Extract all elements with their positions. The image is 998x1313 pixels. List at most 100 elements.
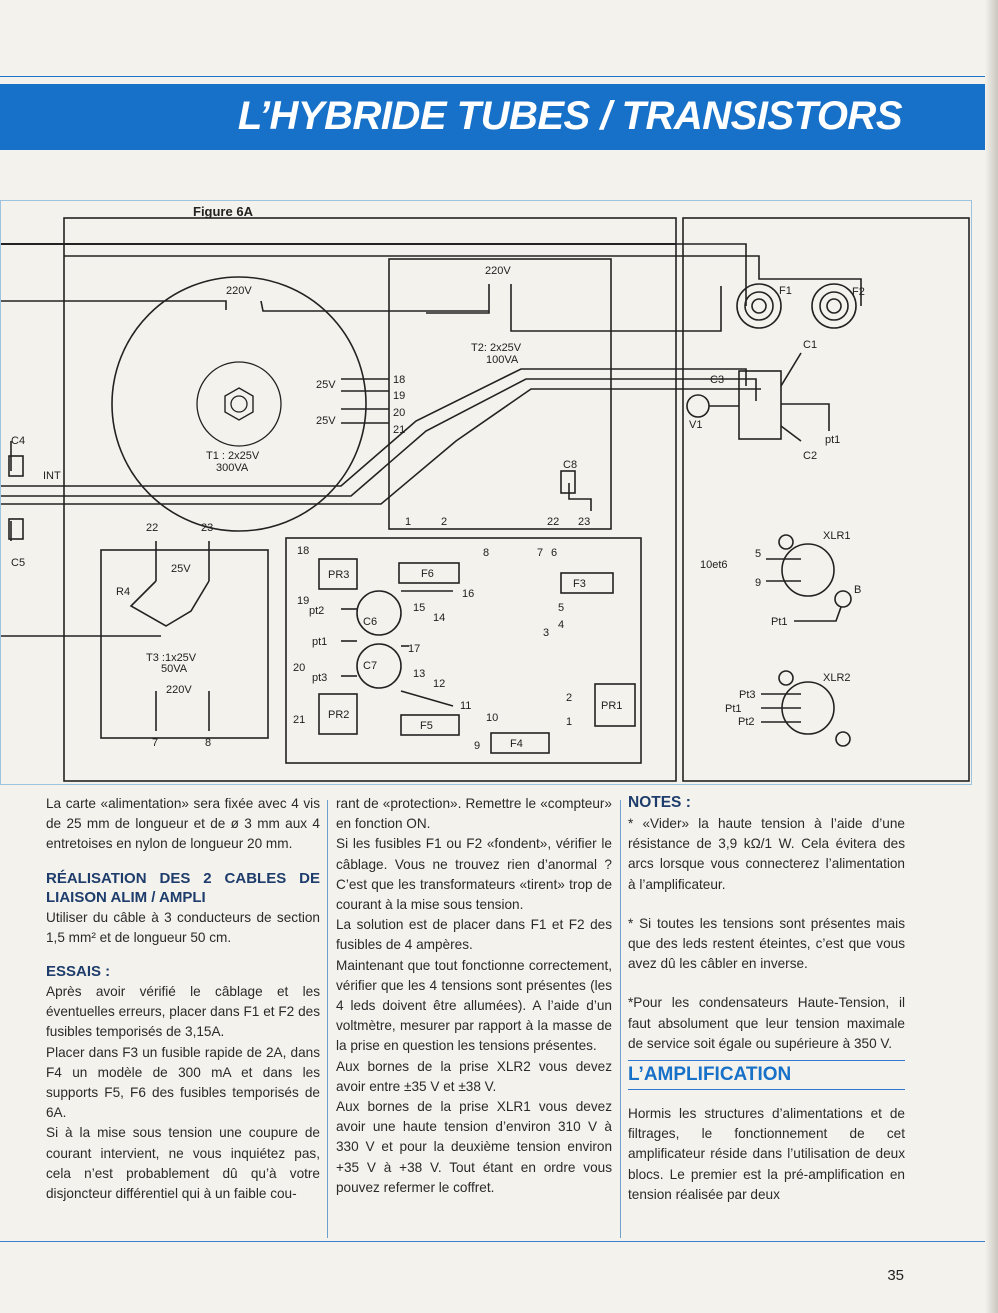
pcb-pin-14: 14	[433, 612, 445, 624]
text-column-2: rant de «protection». Remettre le «compt…	[336, 794, 612, 1198]
note-paragraph: * «Vider» la haute tension à l’aide d’un…	[628, 816, 905, 892]
page-title: L’HYBRIDE TUBES / TRANSISTORS	[237, 94, 903, 138]
figure-6a: 220V 25V 25V T1 : 2x25V 300VA 220V T2: 2…	[0, 200, 972, 785]
f1-label: F1	[779, 285, 792, 297]
paragraph: La solution est de placer dans F1 et F2 …	[336, 917, 612, 953]
t1-toroid	[111, 276, 367, 532]
r4-label: R4	[116, 586, 130, 598]
pcb-pin-11: 11	[460, 700, 471, 712]
paragraph: Si les fusibles F1 ou F2 «fondent», véri…	[336, 836, 612, 913]
pt1-xlr1-label: Pt1	[771, 616, 788, 628]
pt2-xlr2-label: Pt2	[738, 716, 755, 728]
t1-pin-19: 19	[393, 390, 405, 402]
t1-pin-18: 18	[393, 374, 405, 386]
f4-fuse	[490, 732, 550, 754]
xlr1-label: XLR1	[823, 530, 851, 542]
f2-label: F2	[852, 286, 865, 298]
t3-va-label: 50VA	[161, 663, 188, 675]
pr3-label: PR3	[328, 569, 349, 581]
column-divider	[620, 800, 621, 1238]
t2-pin-1: 1	[405, 516, 411, 528]
main-frame	[63, 217, 677, 782]
t3-primary-label: 220V	[166, 684, 192, 696]
pcb-pin-15: 15	[413, 602, 425, 614]
f3-label: F3	[573, 578, 586, 590]
paragraph: Maintenant que tout fonctionne correctem…	[336, 957, 612, 1054]
pcb-pin-4: 4	[558, 619, 564, 631]
pt1-top-label: pt1	[825, 434, 840, 446]
f6-fuse	[398, 562, 460, 584]
pcb-pin-16: 16	[462, 588, 474, 600]
pcb-pin-10: 10	[486, 712, 498, 724]
t2-transformer-box	[388, 258, 612, 530]
schematic-diagram: 220V 25V 25V T1 : 2x25V 300VA 220V T2: 2…	[1, 217, 970, 782]
pcb-pin-2: 2	[566, 692, 572, 704]
f1-fuse-holder	[736, 283, 782, 329]
title-banner: L’HYBRIDE TUBES / TRANSISTORS	[0, 84, 990, 150]
t3-name-label: T3 :1x25V	[146, 652, 197, 664]
c5-label: C5	[11, 557, 25, 569]
note-paragraph: * Si toutes les tensions sont présentes …	[628, 915, 905, 972]
pcb-pin-8: 8	[483, 547, 489, 559]
paragraph: Aux bornes de la prise XLR2 vous devez a…	[336, 1058, 612, 1094]
c6-capacitor	[356, 590, 402, 636]
bottom-rule	[0, 1241, 985, 1242]
t2-va-label: 100VA	[486, 354, 519, 366]
t1-sec-b-label: 25V	[316, 415, 336, 427]
c7-label: C7	[363, 660, 377, 672]
t3-transformer-box	[100, 549, 269, 739]
connector-frame	[682, 217, 970, 782]
t2-pin-23: 23	[578, 516, 590, 528]
notes-heading: NOTES :	[628, 794, 691, 811]
section-heading-cables: RÉALISATION DES 2 CABLES DE LIAISON ALIM…	[46, 869, 320, 906]
t2-pin-2: 2	[441, 516, 447, 528]
c7-capacitor	[356, 643, 402, 689]
text-column-3: NOTES : * «Vider» la haute tension à l’a…	[628, 794, 905, 1205]
power-supply-board	[285, 537, 642, 764]
f5-fuse	[400, 714, 460, 736]
paragraph: Aux bornes de la prise XLR1 vous devez a…	[336, 1099, 612, 1195]
c6-label: C6	[363, 616, 377, 628]
pr1-block	[594, 683, 636, 727]
pcb-pin-7: 7	[537, 547, 543, 559]
pcb-pt1: pt1	[312, 636, 327, 648]
pt3-xlr2-label: Pt3	[739, 689, 756, 701]
t1-pin-21: 21	[393, 424, 405, 436]
section-heading-essais: ESSAIS :	[46, 963, 111, 981]
pr2-label: PR2	[328, 709, 349, 721]
pcb-pin-1: 1	[566, 716, 572, 728]
pcb-pin-20: 20	[293, 662, 305, 674]
pcb-pt3: pt3	[312, 672, 327, 684]
t3-pin-8: 8	[205, 737, 211, 749]
page-number: 35	[887, 1267, 904, 1284]
b-led	[834, 590, 852, 608]
c8-label: C8	[563, 459, 577, 471]
amplification-heading: L’AMPLIFICATION	[628, 1064, 792, 1086]
pcb-pin-13: 13	[413, 668, 425, 680]
c4-label: C4	[11, 435, 25, 447]
t3-pin-23: 23	[201, 522, 213, 534]
v1-label: V1	[689, 419, 702, 431]
pr3-block	[318, 558, 358, 590]
pcb-pin-21: 21	[293, 714, 305, 726]
pcb-pin-17: 17	[408, 643, 420, 655]
pr2-block	[318, 693, 358, 735]
v1-bridge-rectifier	[738, 370, 782, 440]
f5-label: F5	[420, 720, 433, 732]
t2-primary-label: 220V	[485, 265, 511, 277]
paragraph: Placer dans F3 un fusible rapide de 2A, …	[46, 1044, 320, 1121]
pt1-xlr2-label: Pt1	[725, 703, 742, 715]
text-column-1: La carte «alimentation» sera fixée avec …	[46, 794, 320, 1204]
paragraph: Si à la mise sous tension une coupure de…	[46, 1125, 320, 1202]
note-paragraph: *Pour les condensateurs Haute-Tension, i…	[628, 995, 905, 1051]
paragraph: La carte «alimentation» sera fixée avec …	[46, 796, 320, 852]
t1-sec-a-label: 25V	[316, 379, 336, 391]
t2-name-label: T2: 2x25V	[471, 342, 522, 354]
pcb-pt2: pt2	[309, 605, 324, 617]
pcb-pin-6: 6	[551, 547, 557, 559]
t1-pin-20: 20	[393, 407, 405, 419]
c1-label: C1	[803, 339, 817, 351]
pcb-pin-12: 12	[433, 678, 445, 690]
f4-label: F4	[510, 738, 523, 750]
section-rule	[628, 1060, 905, 1062]
